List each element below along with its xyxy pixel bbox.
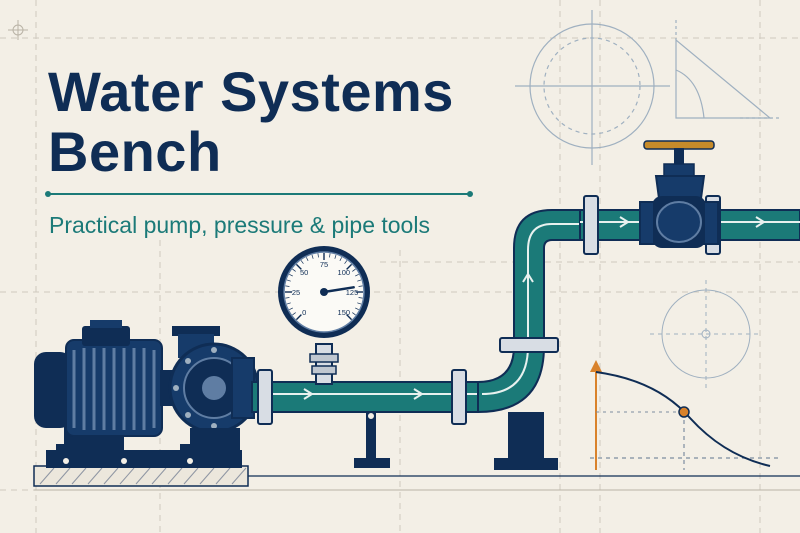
flow-arrow-icon — [522, 272, 534, 296]
title-line-2: Bench — [48, 120, 222, 183]
ground-base — [33, 465, 800, 491]
gauge-tick — [346, 314, 353, 321]
gauge-tick-label: 75 — [320, 260, 328, 269]
page-title: Water Systems Bench — [48, 62, 454, 182]
gauge-tick — [358, 285, 363, 287]
gauge-tick — [311, 254, 314, 259]
gate-valve-icon — [639, 140, 719, 248]
gauge-tick-label: 50 — [300, 268, 308, 277]
flow-arrow-icon — [290, 388, 314, 400]
gauge-tick — [292, 312, 296, 316]
gauge-tick-label: 150 — [338, 308, 351, 317]
gauge-tick — [285, 285, 290, 287]
gauge-tick — [346, 263, 353, 270]
pipe-flange-icon — [499, 337, 559, 353]
pressure-gauge-icon: 0 25 50 75 100 125 150 — [278, 246, 370, 385]
elbow-riser-pipe — [477, 209, 581, 470]
motor-icon — [34, 320, 242, 468]
gauge-tick-marks — [285, 253, 363, 321]
pipe-flange-icon — [451, 369, 467, 425]
gauge-tick — [339, 257, 343, 261]
gauge-tick — [329, 253, 331, 258]
gauge-scale-labels: 0 25 50 75 100 125 150 — [292, 260, 358, 317]
gauge-tick — [289, 307, 293, 311]
gauge-tick — [292, 268, 296, 272]
gauge-tick — [286, 302, 291, 305]
gauge-tick — [300, 260, 304, 264]
operating-point-marker — [678, 406, 690, 418]
gauge-tick — [305, 257, 309, 261]
corner-crosshair-icon — [8, 20, 28, 40]
gauge-tick — [317, 253, 319, 258]
pipe-flange-icon — [583, 195, 599, 255]
gauge-tick — [355, 273, 359, 277]
pipe-support — [354, 411, 390, 468]
page-subtitle: Practical pump, pressure & pipe tools — [49, 212, 430, 238]
flow-arrow-icon — [606, 216, 630, 228]
gauge-tick — [295, 314, 302, 321]
pump-icon — [168, 326, 260, 452]
gauge-tick — [358, 297, 363, 299]
gauge-tick-label: 25 — [292, 288, 300, 297]
gauge-tick — [286, 279, 291, 282]
flow-arrow-icon — [742, 216, 766, 228]
drafting-circle-icon — [515, 10, 670, 165]
gauge-tick — [334, 254, 337, 259]
gauge-tick — [352, 312, 356, 316]
gauge-tick — [295, 263, 302, 270]
gauge-tick-label: 0 — [302, 308, 306, 317]
flow-arrow-icon — [400, 388, 424, 400]
gauge-tick — [357, 302, 362, 305]
divider-dot-right — [467, 191, 473, 197]
drafting-circle-small-icon — [650, 280, 760, 390]
gauge-tick — [352, 268, 356, 272]
gauge-tick — [285, 297, 290, 299]
gauge-tick — [344, 260, 348, 264]
gauge-tick — [357, 279, 362, 282]
gauge-tick — [289, 273, 293, 277]
title-divider — [48, 193, 470, 195]
gauge-needle — [322, 286, 355, 294]
pipe-flange-icon — [257, 369, 273, 425]
gauge-tick — [355, 307, 359, 311]
pump-curve-icon — [590, 360, 780, 470]
gauge-tick-label: 100 — [338, 268, 351, 277]
discharge-pipe — [251, 369, 479, 425]
title-line-1: Water Systems — [48, 60, 454, 123]
gauge-tick-label: 125 — [346, 288, 359, 297]
drafting-triangle-icon — [675, 20, 780, 119]
